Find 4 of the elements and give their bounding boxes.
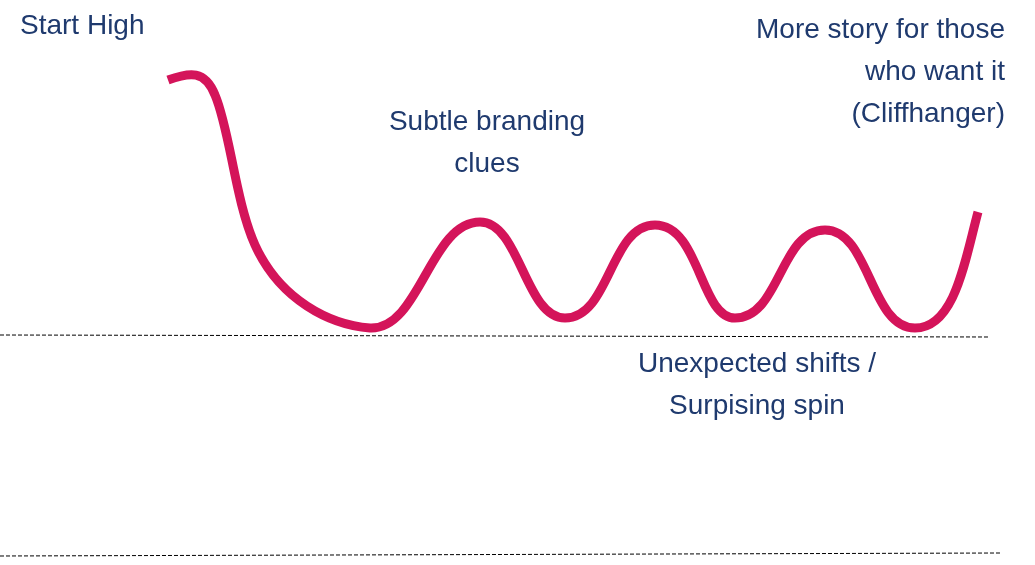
annotation-text: Start High	[20, 8, 146, 42]
annotation-text: Unexpected shifts / Surpising spin	[636, 346, 878, 422]
annotation-text: Subtle branding clues	[387, 104, 587, 180]
annotation-text: More story for those who want it (Cliffhanger)	[755, 12, 1005, 130]
